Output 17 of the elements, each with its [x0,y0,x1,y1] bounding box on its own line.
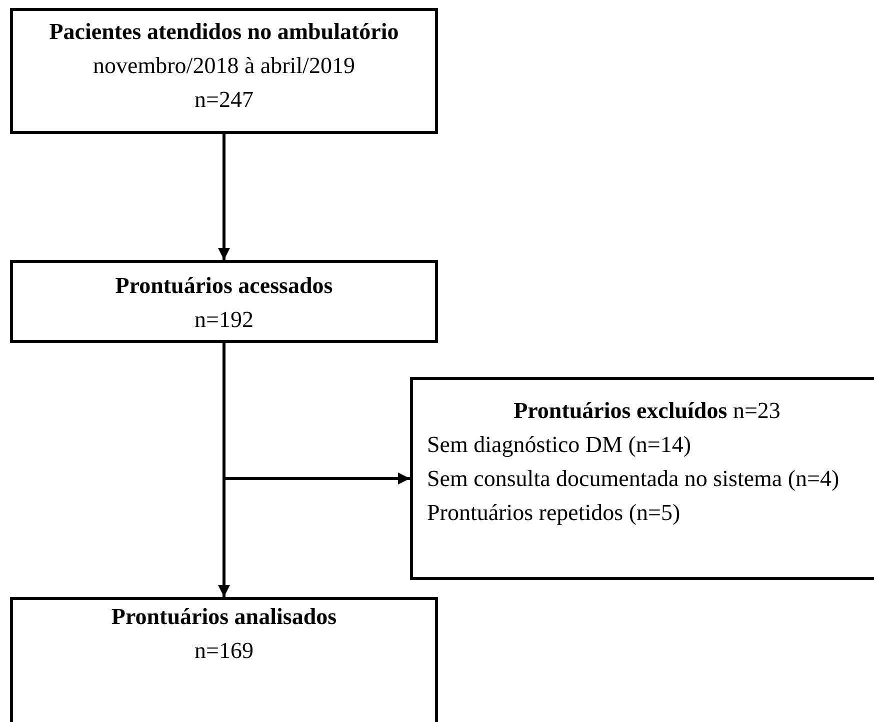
process-box [10,260,438,343]
process-box [10,597,438,722]
box-heading: Prontuários excluídos n=23 [512,397,782,425]
arrow [218,134,230,260]
box-heading: Prontuários acessados [114,272,334,300]
box-text: n=169 [194,637,254,665]
process-box [410,377,874,580]
box-heading: Pacientes atendidos no ambulatório [48,18,400,46]
arrow [222,343,410,484]
box-text: novembro/2018 à abril/2019 [92,52,356,80]
box-heading: Prontuários analisados [110,603,338,631]
box-text: n=192 [194,306,254,334]
box-text: Sem diagnóstico DM (n=14) [427,431,692,459]
box-text: n=247 [194,86,254,114]
process-box [10,8,438,134]
box-text: Prontuários repetidos (n=5) [427,499,682,527]
box-text: Sem consulta documentada no sistema (n=4) [427,465,840,493]
